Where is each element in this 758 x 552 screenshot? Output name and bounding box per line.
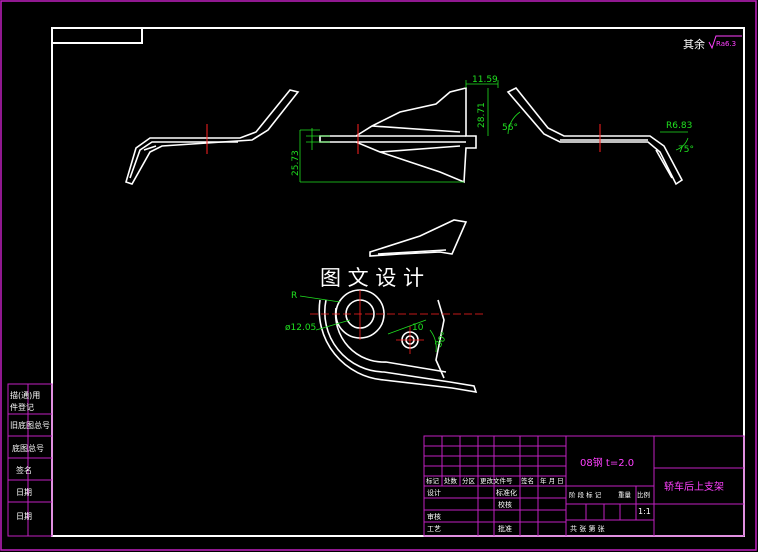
- tb-design: 设计: [427, 488, 441, 497]
- hdr-5: 年 月 日: [540, 476, 564, 485]
- sidebar-item-5: 日期: [16, 488, 32, 497]
- hdr-2: 分区: [462, 476, 476, 485]
- tb-checker: 校核: [498, 500, 512, 509]
- tb-process: 工艺: [427, 525, 441, 533]
- tb-approve: 批准: [498, 524, 512, 533]
- dims-front: [299, 295, 437, 353]
- centerlines-front: [310, 290, 486, 354]
- sidebar-item-3: 底图总号: [12, 443, 44, 453]
- stage-mark: 阶 段 标 记: [569, 490, 602, 499]
- view-front: [318, 219, 478, 394]
- hdr-4: 签名: [521, 476, 534, 485]
- hdr-1: 处数: [444, 476, 458, 485]
- dims-center-top: [299, 80, 499, 183]
- dim-d6: 75°: [678, 145, 694, 155]
- dim-d5: R6.83: [666, 121, 692, 131]
- dim-d7: R: [291, 291, 297, 301]
- tb-standardize: 标准化: [496, 488, 517, 497]
- sheets: 共 张 第 张: [570, 524, 605, 533]
- sidebar-item-0: 描(通)用: [10, 390, 40, 400]
- inner-frame: [51, 27, 745, 537]
- hdr-3: 更改文件号: [480, 476, 513, 485]
- left-sidebar-grid: [7, 383, 53, 537]
- part-name: 轿车后上支架: [664, 480, 724, 493]
- dim-d3: 25.73: [291, 150, 301, 176]
- title-block-header: 标记 处数 分区 更改文件号 签名 年 月 日: [426, 476, 564, 485]
- code-box: [51, 27, 143, 44]
- dim-d10: 30°: [434, 331, 451, 350]
- view-right-profile: [506, 86, 684, 186]
- sidebar-item-4: 签名: [16, 465, 32, 475]
- sidebar-item-2: 旧底图总号: [10, 420, 50, 430]
- sidebar-item-1: 件登记: [10, 402, 34, 412]
- dim-d9: 10: [412, 323, 424, 333]
- view-center-top: [319, 86, 477, 184]
- dim-d4: 56°: [502, 123, 518, 133]
- tb-review: 审核: [427, 512, 441, 521]
- sidebar-item-6: 日期: [16, 512, 32, 521]
- roughness-symbol: [708, 35, 742, 50]
- dim-d8: ø12.05: [285, 323, 316, 333]
- hdr-0: 标记: [426, 476, 440, 485]
- scale-value: 1:1: [638, 507, 651, 516]
- surface-note: 其余: [683, 37, 705, 51]
- dim-d2: 28.71: [477, 102, 487, 128]
- view-left-profile: [125, 89, 300, 185]
- weight-label: 重量: [618, 491, 632, 499]
- dim-d1: 11.59: [472, 75, 498, 85]
- material: 08钢 t=2.0: [580, 456, 634, 469]
- ratio-label: 比例: [637, 490, 650, 499]
- dims-right-profile: [507, 111, 689, 151]
- roughness-value: Ra6.3: [716, 40, 736, 48]
- watermark: 图 文 设 计: [320, 266, 424, 290]
- title-block-grid: [423, 435, 745, 537]
